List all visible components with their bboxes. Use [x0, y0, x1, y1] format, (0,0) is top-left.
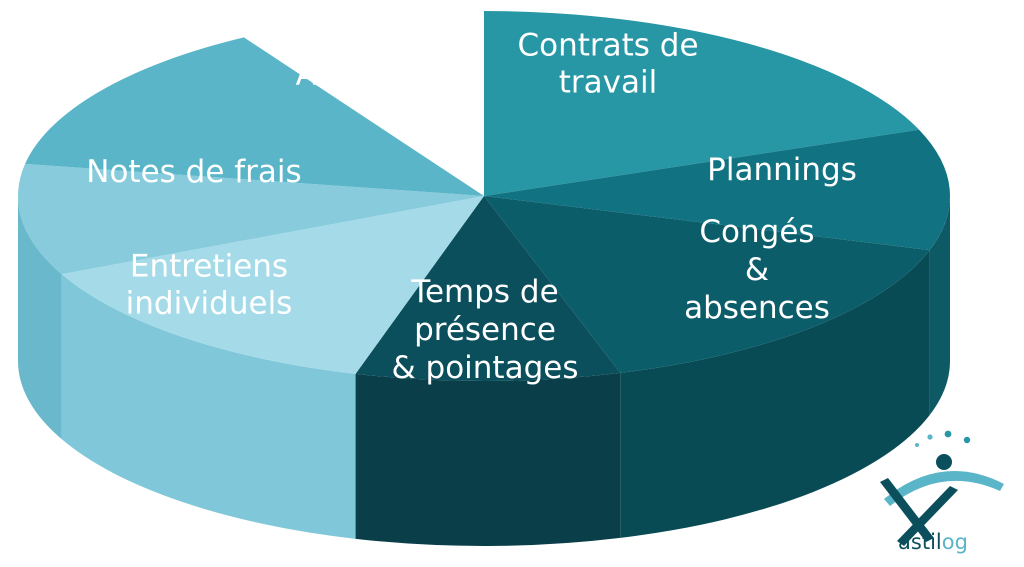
pie-segment-contrats [484, 11, 920, 196]
segment-label-line: Congés [699, 214, 814, 250]
logo-dot [927, 434, 933, 440]
logo-dot [915, 443, 919, 447]
pie-top-faces [17, 11, 950, 382]
segment-label-line: Notes de frais [86, 154, 301, 190]
segment-label-line: Activités [296, 57, 429, 93]
segment-label-line: Contrats de [517, 28, 698, 64]
segment-label-plannings: Plannings [707, 152, 857, 188]
segment-label-line: Entretiens [130, 249, 288, 285]
segment-label-notes: Notes de frais [86, 154, 301, 190]
segment-label-line: Plannings [707, 152, 857, 188]
pie-side-conges [620, 250, 930, 538]
logo-dot [944, 430, 952, 438]
logo-dot [963, 436, 971, 444]
pie-segment-plannings [484, 129, 950, 251]
segment-label-line: travail [559, 65, 657, 101]
segment-label-activites: Activités [296, 57, 429, 93]
pie-side-entretiens [61, 274, 356, 539]
pie-segment-notes [17, 163, 484, 275]
logo-text-part: astil [898, 530, 942, 554]
pie-segment-activites [25, 37, 484, 197]
segment-label-line: individuels [126, 286, 293, 322]
logo-x-stroke [897, 486, 958, 546]
svg-text:astilog: astilog [898, 530, 968, 554]
pie-segment-temps [355, 196, 621, 382]
logo-dots [915, 430, 971, 447]
pie-segment-entretiens [61, 196, 484, 374]
segment-label-line: présence [414, 312, 556, 348]
segment-label-conges: Congés&absences [684, 214, 830, 326]
astilog-logo: astilog [880, 430, 1004, 554]
segment-label-line: absences [684, 290, 830, 326]
pie-side-notes [18, 196, 62, 440]
segment-label-line: & [745, 252, 769, 288]
pie-side-walls [18, 196, 950, 547]
logo-head [936, 454, 952, 470]
pie-segment-conges [484, 196, 930, 373]
pie-side-temps [355, 372, 621, 547]
logo-arc [884, 471, 1004, 506]
logo-text-part: og [942, 530, 968, 554]
segment-label-line: Temps de [410, 274, 558, 310]
segment-label-line: & pointages [392, 350, 579, 386]
pie-side-plannings [929, 196, 950, 416]
